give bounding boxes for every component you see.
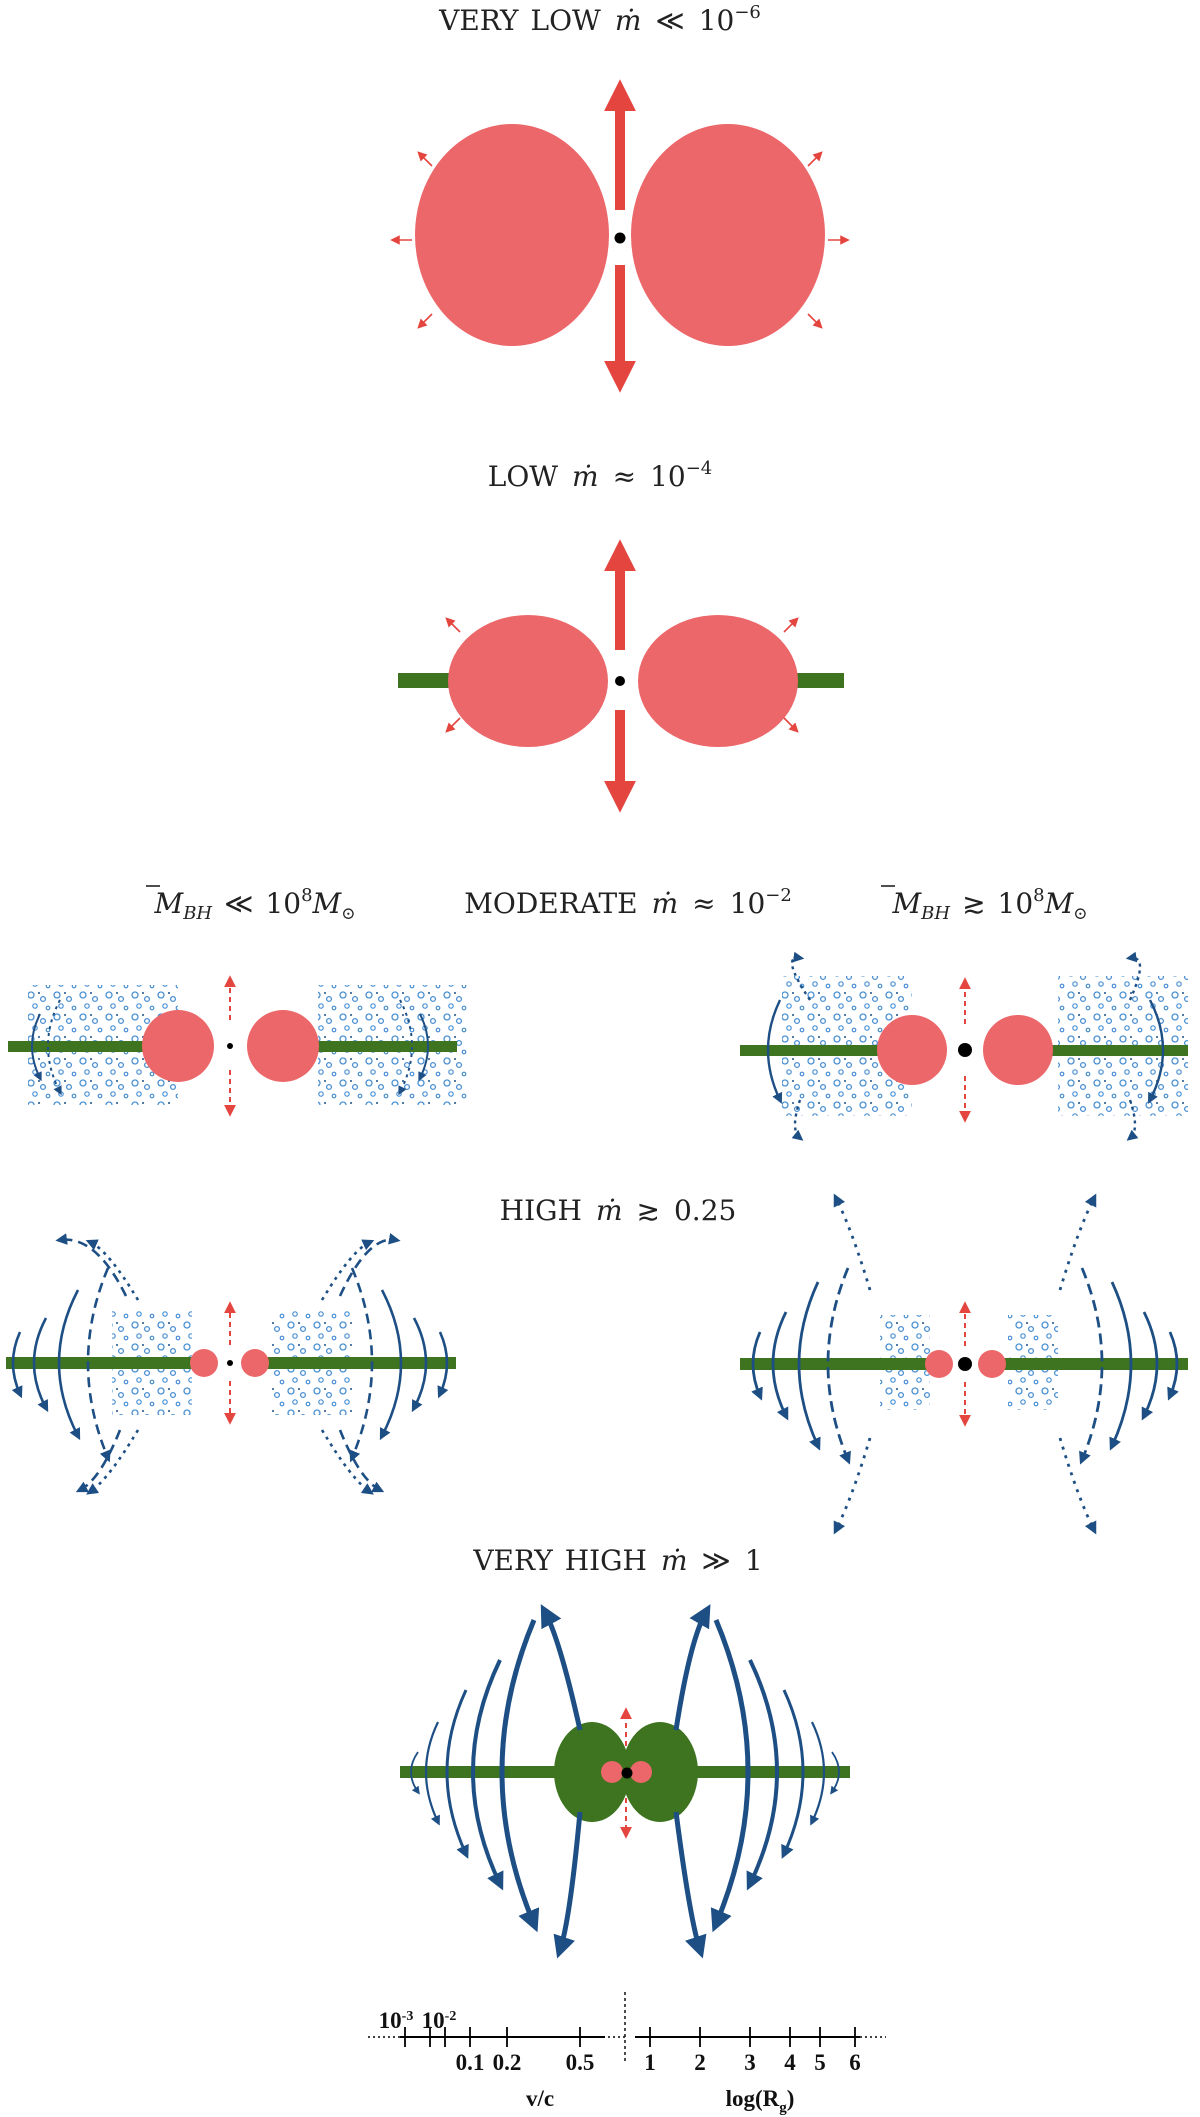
hot-flow-right (631, 124, 825, 346)
black-hole (621, 1767, 633, 1779)
wind-streamlines (31, 999, 429, 1096)
thick-disk-right (622, 1722, 698, 1822)
thin-disk-right (680, 1766, 850, 1778)
outflow-small-arrows (445, 617, 799, 733)
panel-low (398, 539, 844, 813)
velocity-tick-label: 0.1 (456, 2050, 485, 2075)
hot-flow-right (241, 1349, 269, 1377)
thick-disk-left (554, 1722, 630, 1822)
panel-high-low-mass (6, 1233, 456, 1495)
hot-flow-right (638, 615, 798, 747)
radius-tick-label: 2 (694, 2050, 706, 2075)
radius-tick-label: 5 (814, 2050, 826, 2075)
velocity-tick-label: 10-2 (422, 2008, 457, 2033)
radius-axis-label: log(Rg) (726, 2086, 795, 2116)
hot-flow-left (415, 124, 609, 346)
velocity-tick-label: 0.5 (566, 2050, 595, 2075)
thin-disk-left (740, 1358, 940, 1370)
black-hole (614, 232, 626, 244)
thin-disk-right (256, 1357, 456, 1369)
wind-streamlines (11, 1233, 449, 1495)
hot-flow-left (877, 1015, 947, 1085)
radius-tick-label: 3 (744, 2050, 756, 2075)
hot-flow-left (925, 1350, 953, 1378)
thin-disk-right (786, 673, 844, 688)
thin-disk-right (992, 1358, 1188, 1370)
thin-disk-right (282, 1041, 457, 1052)
panel-very-high (400, 1604, 850, 1959)
thin-disk-left (740, 1045, 912, 1056)
panel-high-high-mass (740, 1193, 1188, 1535)
black-hole (227, 1360, 233, 1366)
hot-flow-left (448, 615, 608, 747)
scale-bar: 10-3 10-2 0.1 0.2 0.5 v/c 1 2 3 4 5 6 lo… (368, 1992, 886, 2116)
hot-flow-right (630, 1761, 652, 1783)
mass-label-left: MBH≪108M⊙ (154, 885, 356, 924)
hot-flow-right (983, 1015, 1053, 1085)
black-hole (227, 1043, 233, 1049)
black-hole (958, 1357, 972, 1371)
hot-flow-right (978, 1350, 1006, 1378)
thin-disk-left (398, 673, 454, 688)
wind-streamlines (751, 1193, 1179, 1535)
outflow-small-arrows (390, 151, 850, 329)
hot-flow-left (190, 1349, 218, 1377)
wind-streamlines (410, 1604, 840, 1959)
radius-tick-label: 1 (644, 2050, 656, 2075)
black-hole (958, 1043, 972, 1057)
panel-very-low (390, 79, 850, 393)
black-hole (615, 676, 625, 686)
velocity-tick-label: 0.2 (493, 2050, 522, 2075)
hot-flow-left (601, 1761, 623, 1783)
mass-label-right: MBH≳108M⊙ (891, 885, 1087, 924)
velocity-axis-label: v/c (526, 2086, 554, 2111)
thin-disk-left (400, 1766, 575, 1778)
thin-disk-right (1020, 1045, 1188, 1056)
radius-tick-label: 6 (849, 2050, 861, 2075)
wind-streamlines (766, 951, 1165, 1141)
velocity-tick-label: 10-3 (379, 2008, 414, 2033)
hot-flow-left (142, 1010, 214, 1082)
hot-flow-right (247, 1010, 319, 1082)
thin-disk-left (8, 1041, 180, 1052)
thin-disk-left (6, 1357, 201, 1369)
panel-moderate-high-mass (740, 951, 1188, 1141)
panel-moderate-low-mass (8, 975, 468, 1117)
radius-tick-label: 4 (784, 2050, 796, 2075)
